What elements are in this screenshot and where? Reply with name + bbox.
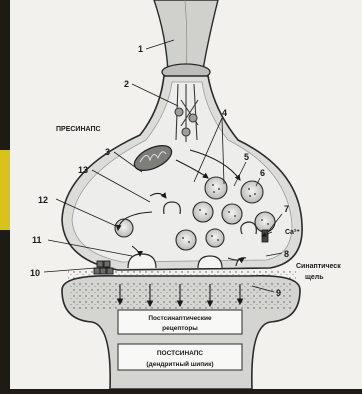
synaptic-cleft-label-line2: щель (305, 274, 324, 281)
callout-2: 2 (124, 79, 129, 89)
callout-4: 4 (222, 108, 227, 118)
vesicle (176, 230, 196, 250)
callout-11: 11 (32, 235, 42, 245)
callout-7: 7 (284, 204, 289, 214)
callout-1: 1 (138, 44, 143, 54)
postsynapse-label-line1: ПОСТСИНАПС (157, 350, 204, 357)
postsynapse-label-line2: (дендритный шипик) (146, 360, 213, 368)
receptors-label-line2: рецепторы (162, 325, 198, 332)
synaptic-cleft-label-line1: Синаптическ (296, 263, 341, 270)
vesicle (255, 212, 275, 232)
callout-9: 9 (276, 288, 281, 298)
postsynaptic-density (70, 282, 292, 310)
vesicle (193, 202, 213, 222)
callout-13: 13 (78, 165, 88, 175)
callout-12: 12 (38, 195, 48, 205)
callout-6: 6 (260, 168, 265, 178)
presynapse-label: ПРЕСИНАПС (56, 126, 101, 133)
callout-8: 8 (284, 249, 289, 259)
callout-5: 5 (244, 152, 249, 162)
callout-3: 3 (105, 147, 110, 157)
calcium-ion-label: Ca²⁺ (285, 229, 300, 236)
vesicle (222, 204, 242, 224)
vesicle (241, 181, 263, 203)
receptors-label-line1: Постсинаптические (148, 315, 212, 322)
callout-10: 10 (30, 268, 40, 278)
vesicle (206, 229, 224, 247)
vesicle (115, 219, 133, 237)
